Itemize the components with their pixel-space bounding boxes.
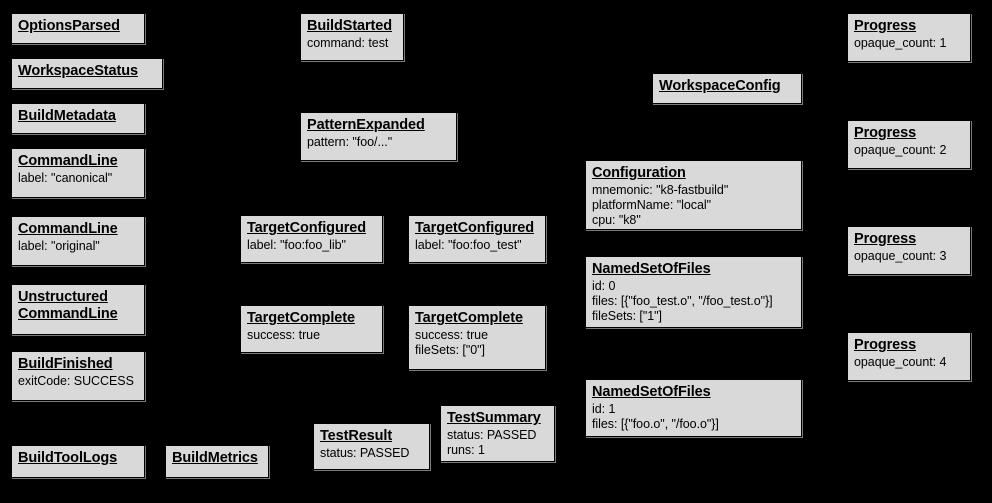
node-fields: label: "original" bbox=[18, 239, 138, 254]
node-title: TestResult bbox=[320, 428, 393, 444]
node-field: opaque_count: 3 bbox=[854, 248, 947, 263]
node-fields: label: "canonical" bbox=[18, 171, 138, 186]
node-field: opaque_count: 1 bbox=[854, 35, 947, 50]
node-field: pattern: "foo/..." bbox=[307, 134, 393, 149]
node-fields: exitCode: SUCCESS bbox=[18, 374, 138, 389]
node-workspace-config[interactable]: WorkspaceConfig bbox=[652, 73, 802, 104]
node-title: Progress bbox=[854, 18, 917, 34]
node-field: cpu: "k8" bbox=[592, 213, 641, 228]
node-title: CommandLine bbox=[18, 221, 118, 237]
node-title: BuildStarted bbox=[307, 18, 393, 34]
node-field: success: true bbox=[247, 327, 320, 342]
node-title: TestSummary bbox=[447, 410, 541, 426]
node-field: opaque_count: 4 bbox=[854, 354, 947, 369]
node-title: TargetConfigured bbox=[415, 220, 534, 236]
node-title: BuildMetadata bbox=[18, 108, 116, 124]
node-title: BuildToolLogs bbox=[18, 450, 118, 466]
node-title: Unstructured CommandLine bbox=[18, 289, 118, 322]
node-fields: opaque_count: 3 bbox=[854, 249, 964, 264]
node-build-metadata[interactable]: BuildMetadata bbox=[11, 103, 145, 134]
node-title: NamedSetOfFiles bbox=[592, 261, 711, 277]
node-field: fileSets: ["1"] bbox=[592, 309, 662, 324]
node-field: label: "original" bbox=[18, 238, 100, 253]
node-workspace-status[interactable]: WorkspaceStatus bbox=[11, 58, 163, 89]
node-field: id: 1 bbox=[592, 401, 616, 416]
node-field: id: 0 bbox=[592, 278, 616, 293]
node-title: Configuration bbox=[592, 165, 686, 181]
node-title: CommandLine bbox=[18, 153, 118, 169]
node-field: exitCode: SUCCESS bbox=[18, 373, 134, 388]
node-build-metrics[interactable]: BuildMetrics bbox=[165, 445, 269, 478]
node-title: BuildMetrics bbox=[172, 450, 258, 466]
node-field: status: PASSED bbox=[320, 445, 410, 460]
node-field: success: true bbox=[415, 327, 488, 342]
node-fields: mnemonic: "k8-fastbuild"platformName: "l… bbox=[592, 183, 795, 229]
node-title: WorkspaceStatus bbox=[18, 63, 138, 79]
node-field: mnemonic: "k8-fastbuild" bbox=[592, 182, 729, 197]
node-fields: opaque_count: 4 bbox=[854, 355, 964, 370]
node-field: label: "foo:foo_lib" bbox=[247, 237, 346, 252]
node-title: Progress bbox=[854, 125, 917, 141]
node-fields: opaque_count: 2 bbox=[854, 143, 964, 158]
node-title: WorkspaceConfig bbox=[659, 78, 781, 94]
node-fields: success: true bbox=[247, 328, 376, 343]
node-title: BuildFinished bbox=[18, 356, 113, 372]
node-unstructured-command-line[interactable]: Unstructured CommandLine bbox=[11, 284, 145, 335]
node-field: opaque_count: 2 bbox=[854, 142, 947, 157]
node-field: files: [{"foo_test.o", "/foo_test.o"}] bbox=[592, 294, 773, 309]
node-build-tool-logs[interactable]: BuildToolLogs bbox=[11, 445, 145, 478]
node-fields: command: test bbox=[307, 36, 397, 51]
node-field: fileSets: ["0"] bbox=[415, 343, 485, 358]
node-field: status: PASSED bbox=[447, 427, 537, 442]
node-options-parsed[interactable]: OptionsParsed bbox=[11, 13, 145, 44]
node-field: files: [{"foo.o", "/foo.o"}] bbox=[592, 417, 719, 432]
node-field: command: test bbox=[307, 35, 389, 50]
node-field: label: "foo:foo_test" bbox=[415, 237, 522, 252]
node-fields: opaque_count: 1 bbox=[854, 36, 964, 51]
node-title: OptionsParsed bbox=[18, 18, 120, 34]
node-fields: label: "foo:foo_test" bbox=[415, 238, 539, 253]
node-title: TargetComplete bbox=[415, 310, 523, 326]
node-title: Progress bbox=[854, 337, 917, 353]
node-field: runs: 1 bbox=[447, 443, 485, 458]
node-fields: status: PASSED bbox=[320, 446, 423, 461]
node-field: label: "canonical" bbox=[18, 170, 113, 185]
node-fields: pattern: "foo/..." bbox=[307, 135, 450, 150]
node-fields: label: "foo:foo_lib" bbox=[247, 238, 376, 253]
node-title: PatternExpanded bbox=[307, 117, 425, 133]
node-title: NamedSetOfFiles bbox=[592, 384, 711, 400]
node-title: TargetComplete bbox=[247, 310, 355, 326]
node-title: TargetConfigured bbox=[247, 220, 366, 236]
node-field: platformName: "local" bbox=[592, 198, 711, 213]
node-title: Progress bbox=[854, 231, 917, 247]
